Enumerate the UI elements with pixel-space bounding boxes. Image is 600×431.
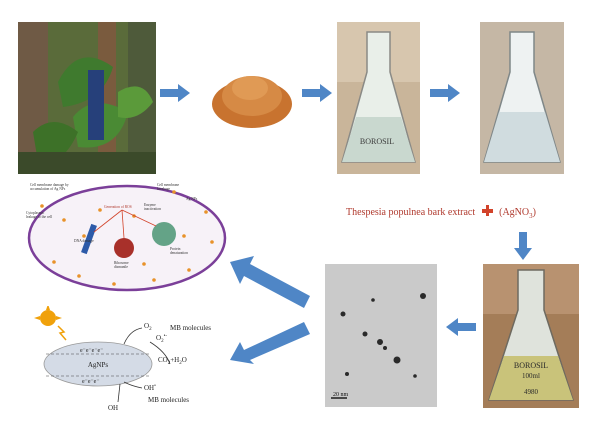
- agnps-label: AgNPs: [88, 361, 109, 369]
- label-breakage: breakage: [157, 187, 170, 191]
- tem-image: 20 nm: [325, 264, 437, 407]
- sun-icon: [34, 306, 62, 326]
- label-membrane-damage: Cell membrane damage by: [30, 183, 69, 187]
- arrow-tem-to-cell: [230, 256, 310, 308]
- flask1-brand: BOROSIL: [360, 137, 394, 146]
- photocatalysis-diagram: e⁻e⁻e⁻e⁻ AgNPs e⁻e⁻e⁻ O2 O2•- MB molecul…: [34, 306, 211, 410]
- holes-label: e⁻e⁻e⁻: [82, 379, 100, 385]
- flask-brand: BOROSIL: [514, 361, 548, 370]
- flask-volume: 100ml: [522, 372, 540, 380]
- extract-label: Thespesia populnea bark extract: [346, 207, 476, 218]
- label-protein: Protein: [170, 247, 181, 251]
- extract-flask-photo-1: BOROSIL: [337, 22, 420, 174]
- label-ros: Generation of ROS: [104, 205, 132, 209]
- powder-photo: [212, 76, 292, 128]
- electrons-label: e⁻e⁻e⁻e⁻: [80, 348, 103, 354]
- label-inactivation: inactivation: [144, 207, 161, 211]
- arrow-powder-to-flask: [302, 84, 332, 102]
- o2-label: O2: [144, 322, 152, 332]
- antibacterial-cell-diagram: Cell membrane damage by accumulation of …: [26, 183, 227, 292]
- arrow-plant-to-powder: [160, 84, 190, 102]
- reagent-label: (AgNO3): [499, 207, 536, 220]
- reaction-label: Thespesia populnea bark extract (AgNO3): [346, 204, 576, 220]
- agnp-flask-photo: BOROSIL 100ml 4980: [483, 264, 579, 408]
- label-leakage: leakage to the cell: [26, 215, 52, 219]
- tem-scale-bar: 20 nm: [333, 392, 349, 398]
- label-enzyme: Enzyme: [144, 203, 156, 207]
- label-membrane: Cell membrane: [157, 183, 179, 187]
- label-dismantle: dismantle: [114, 265, 128, 269]
- arrow-tem-to-photocatalysis: [230, 322, 310, 364]
- label-dna-damage: DNA damage: [74, 239, 94, 243]
- plant-photo: [18, 22, 156, 174]
- label-cytoplasmic: Cytoplasmic: [26, 211, 45, 215]
- arrow-down-to-agnps: [514, 232, 532, 260]
- mb-molecules-bottom: MB molecules: [148, 396, 189, 404]
- arrow-flask-to-tem: [446, 318, 476, 336]
- products-label: CO2+H2O: [158, 356, 187, 366]
- label-ribosome: Ribosome: [114, 261, 129, 265]
- flask-number: 4980: [524, 388, 539, 396]
- superoxide-label: O2•-: [156, 334, 167, 344]
- label-denaturation: denaturation: [170, 251, 188, 255]
- extract-flask-photo-2: [480, 22, 564, 174]
- oh-radical-label: OH•: [144, 384, 156, 392]
- mb-molecules-top: MB molecules: [170, 324, 211, 332]
- label-ag-nps: Ag NPs: [186, 197, 198, 201]
- label-accumulation: accumulation of Ag NPs: [30, 187, 66, 191]
- arrow-flask-to-flask: [430, 84, 460, 102]
- oh-label: OH: [108, 404, 118, 410]
- plus-icon: [481, 205, 493, 216]
